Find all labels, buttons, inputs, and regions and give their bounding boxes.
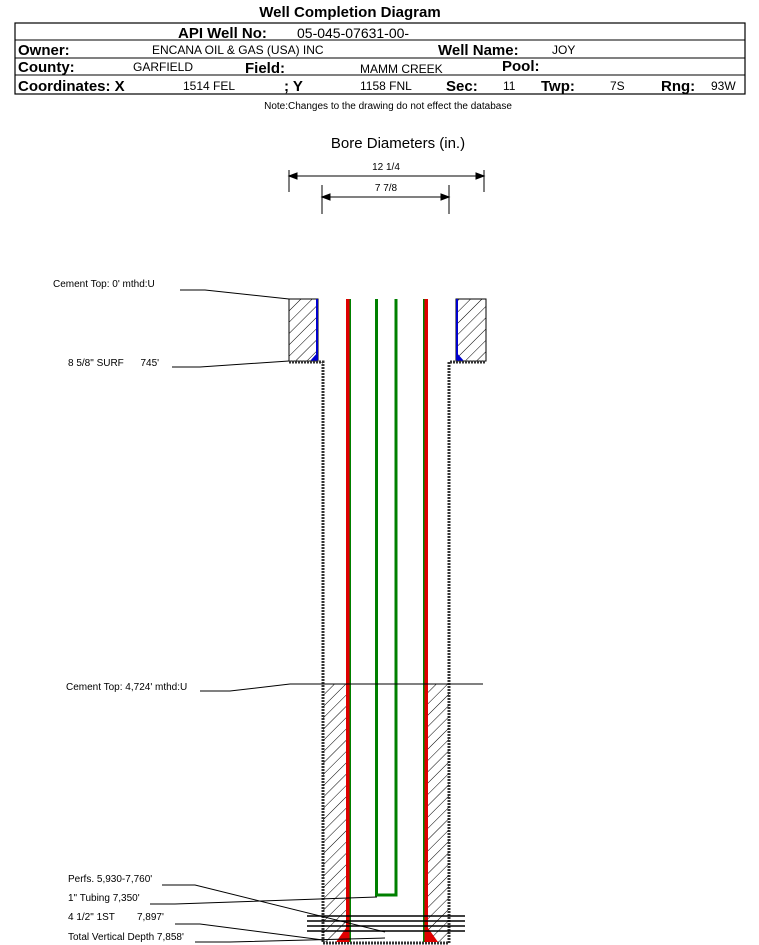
county-value: GARFIELD <box>133 60 193 74</box>
twp-value: 7S <box>610 79 625 93</box>
sec-value: 11 <box>503 79 516 93</box>
wellbore-wall <box>289 360 486 945</box>
pool-label: Pool: <box>502 58 540 75</box>
label-total-vertical-depth: Total Vertical Depth 7,858' <box>68 932 184 943</box>
coord-x-value: 1514 FEL <box>183 79 235 93</box>
sec-label: Sec: <box>446 78 478 95</box>
perforations <box>307 915 465 932</box>
note: Note:Changes to the drawing do not effec… <box>264 101 512 112</box>
label-tubing: 1" Tubing 7,350' <box>68 893 140 904</box>
tubing <box>375 299 398 897</box>
api-value: 05-045-07631-00- <box>297 25 409 41</box>
field-label: Field: <box>245 60 285 77</box>
header-table <box>14 22 746 95</box>
diagram-title: Well Completion Diagram <box>259 4 440 21</box>
leader-lines <box>150 289 386 943</box>
bore-dimension-lines <box>287 170 486 214</box>
coord-y-label: ; Y <box>284 78 303 95</box>
production-cement <box>323 684 449 942</box>
label-production-casing: 4 1/2" 1ST 7,897' <box>68 912 164 923</box>
label-cement-top-production: Cement Top: 4,724' mthd:U <box>66 682 187 693</box>
label-surface-casing: 8 5/8" SURF 745' <box>68 358 159 369</box>
field-value: MAMM CREEK <box>360 62 443 76</box>
well-name-label: Well Name: <box>438 42 519 59</box>
api-label: API Well No: <box>178 25 267 42</box>
well-name-value: JOY <box>552 43 575 57</box>
bore-outer-label: 12 1/4 <box>372 162 400 173</box>
label-perfs: Perfs. 5,930-7,760' <box>68 874 152 885</box>
bore-inner-label: 7 7/8 <box>375 183 398 194</box>
rng-value: 93W <box>711 79 736 93</box>
bore-title: Bore Diameters (in.) <box>331 135 465 152</box>
rng-label: Rng: <box>661 78 695 95</box>
twp-label: Twp: <box>541 78 575 95</box>
owner-label: Owner: <box>18 42 70 59</box>
surface-cement <box>288 298 487 362</box>
owner-value: ENCANA OIL & GAS (USA) INC <box>152 43 324 57</box>
production-casing <box>346 299 428 942</box>
coord-x-label: Coordinates: X <box>18 78 125 95</box>
label-cement-top-surface: Cement Top: 0' mthd:U <box>53 279 155 290</box>
county-label: County: <box>18 59 75 76</box>
coord-y-value: 1158 FNL <box>360 79 412 93</box>
